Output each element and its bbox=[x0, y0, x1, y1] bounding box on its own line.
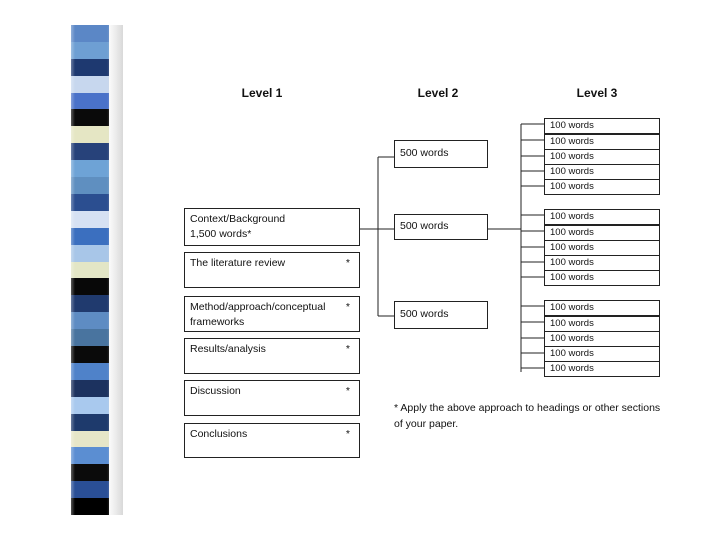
asterisk-marker: * bbox=[345, 301, 350, 313]
level1-box-literature-review: The literature review * bbox=[184, 252, 360, 288]
stripe-shade-right bbox=[107, 25, 123, 515]
level1-box-method-line2: frameworks bbox=[190, 316, 245, 328]
level3-box: 100 words bbox=[544, 240, 660, 256]
stripe-segment bbox=[71, 498, 109, 515]
level1-box-conclusions: Conclusions * bbox=[184, 423, 360, 458]
level1-box-context-line2: 1,500 words* bbox=[190, 228, 252, 240]
stripe-segment bbox=[71, 430, 109, 448]
level-3-heading: Level 3 bbox=[576, 86, 618, 100]
level3-box: 100 words bbox=[544, 316, 660, 332]
stripe-segment bbox=[71, 481, 109, 499]
level1-box-results: Results/analysis * bbox=[184, 338, 360, 374]
level3-box: 100 words bbox=[544, 118, 660, 134]
level1-box-discussion-label: Discussion bbox=[190, 385, 241, 397]
level-1-heading: Level 1 bbox=[241, 86, 283, 100]
level-2-heading: Level 2 bbox=[417, 86, 459, 100]
level3-box: 100 words bbox=[544, 331, 660, 347]
stripe-segment bbox=[71, 193, 109, 212]
level2-box-bottom: 500 words bbox=[394, 301, 488, 329]
stripe-segment bbox=[71, 160, 109, 178]
stripe-segment bbox=[71, 244, 109, 263]
stripe-segment bbox=[71, 58, 109, 77]
level1-box-literature-review-label: The literature review bbox=[190, 257, 286, 269]
stripe-segment bbox=[71, 447, 109, 465]
level3-box: 100 words bbox=[544, 270, 660, 286]
asterisk-marker: * bbox=[345, 343, 350, 355]
stripe-segment bbox=[71, 312, 109, 330]
asterisk-marker: * bbox=[345, 428, 350, 440]
stripe-segment bbox=[71, 413, 109, 431]
footnote-line1: * Apply the above approach to headings o… bbox=[394, 402, 661, 414]
level2-box-top: 500 words bbox=[394, 140, 488, 168]
level3-box: 100 words bbox=[544, 179, 660, 195]
stripe-segment bbox=[71, 346, 109, 364]
level3-box: 100 words bbox=[544, 164, 660, 180]
stripe-segment bbox=[71, 329, 109, 347]
level3-box: 100 words bbox=[544, 134, 660, 150]
level3-box: 100 words bbox=[544, 255, 660, 271]
stripe-segment bbox=[71, 295, 109, 313]
stripe-segment bbox=[71, 464, 109, 482]
stripe-segment bbox=[71, 25, 109, 43]
level3-box: 100 words bbox=[544, 149, 660, 165]
level1-box-discussion: Discussion * bbox=[184, 380, 360, 416]
stripe-segment bbox=[71, 261, 109, 279]
stripe-segment bbox=[71, 278, 109, 296]
level1-box-context: Context/Background 1,500 words* bbox=[184, 208, 360, 246]
stripe-segment bbox=[71, 143, 109, 161]
stripe-segment bbox=[71, 75, 109, 94]
stripe-segment bbox=[71, 177, 109, 195]
level1-box-method-line1: Method/approach/conceptual bbox=[190, 301, 326, 313]
footnote: * Apply the above approach to headings o… bbox=[394, 400, 684, 432]
stripe-segment bbox=[71, 41, 109, 60]
asterisk-marker: * bbox=[345, 257, 350, 269]
level3-box: 100 words bbox=[544, 300, 660, 316]
stripe-segment bbox=[71, 126, 109, 144]
level1-box-conclusions-label: Conclusions bbox=[190, 428, 248, 440]
stripe-core bbox=[71, 25, 109, 515]
stripe-segment bbox=[71, 362, 109, 381]
level1-box-method: Method/approach/conceptual frameworks * bbox=[184, 296, 360, 332]
level2-box-middle: 500 words bbox=[394, 214, 488, 240]
stripe-segment bbox=[71, 227, 109, 246]
footnote-line2: of your paper. bbox=[394, 418, 459, 430]
stripe-segment bbox=[71, 396, 109, 415]
level3-box: 100 words bbox=[544, 209, 660, 225]
stripe-shade-left bbox=[57, 25, 75, 515]
stripe-segment bbox=[71, 210, 109, 229]
decorative-stripe-bar bbox=[57, 25, 123, 515]
level3-box: 100 words bbox=[544, 225, 660, 241]
stripe-segment bbox=[71, 379, 109, 398]
asterisk-marker: * bbox=[345, 385, 350, 397]
level3-box: 100 words bbox=[544, 361, 660, 377]
level1-box-context-line1: Context/Background bbox=[190, 213, 286, 225]
level1-box-results-label: Results/analysis bbox=[190, 343, 266, 355]
level3-box: 100 words bbox=[544, 346, 660, 362]
stripe-segment bbox=[71, 109, 109, 127]
stripe-segment bbox=[71, 92, 109, 110]
